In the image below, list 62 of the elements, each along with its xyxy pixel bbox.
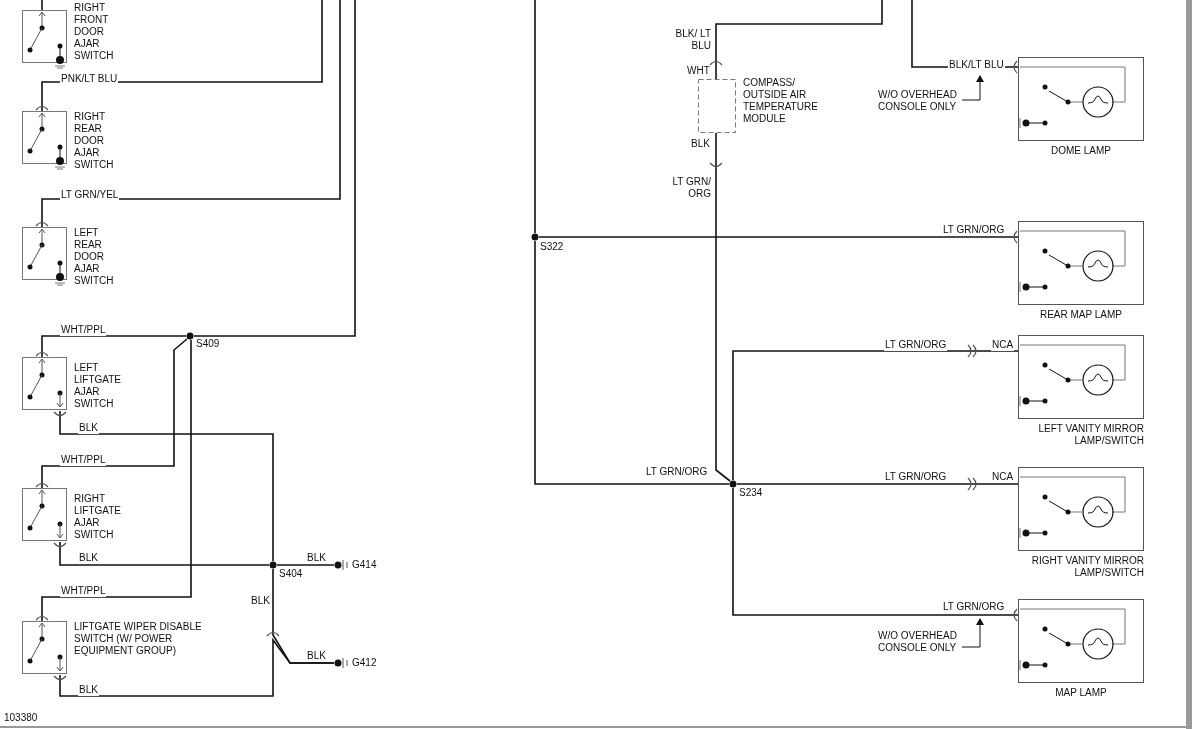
wire (59, 637, 335, 697)
wire (41, 338, 188, 489)
wire-color-label: WHT/PPL (60, 585, 107, 597)
splice-label: S409 (196, 338, 220, 350)
component-label: LEFT LIFTGATE AJAR SWITCH (74, 362, 122, 410)
component-label: LEFT VANITY MIRROR LAMP/SWITCH (1037, 423, 1144, 447)
wire-color-label: LT GRN/ORG (942, 601, 1006, 613)
wire-color-label: LT GRN/ORG (942, 224, 1006, 236)
wire (715, 132, 731, 482)
wire (193, 0, 356, 337)
leader-arrow (961, 618, 984, 648)
component-label: RIGHT VANITY MIRROR LAMP/SWITCH (1030, 555, 1144, 579)
wire (534, 240, 730, 485)
wire-color-label: LT GRN/ORG (884, 471, 948, 483)
component-label: RIGHT REAR DOOR AJAR SWITCH (74, 111, 114, 171)
wire-color-label: BLK (78, 684, 99, 696)
splice-label: S404 (279, 568, 303, 580)
wire (715, 0, 883, 80)
connector-note: NCA (991, 471, 1015, 483)
figure-number: 103380 (3, 712, 39, 724)
ground-label: G414 (352, 559, 377, 571)
component-label: RIGHT LIFTGATE AJAR SWITCH (74, 493, 122, 541)
leader-arrow (961, 75, 984, 101)
wire-color-label: BLK (306, 650, 327, 662)
note: W/O OVERHEAD CONSOLE ONLY (878, 89, 958, 113)
wire (41, 339, 192, 622)
wire-color-label: WHT/PPL (60, 454, 107, 466)
wire (59, 541, 270, 566)
component-label: RIGHT FRONT DOOR AJAR SWITCH (74, 2, 114, 62)
wire-color-label: LT GRN/ORG (884, 339, 948, 351)
wire (276, 564, 335, 566)
note: W/O OVERHEAD CONSOLE ONLY (878, 630, 958, 654)
component-label: COMPASS/ OUTSIDE AIR TEMPERATURE MODULE (743, 77, 819, 125)
wire-color-label: LT GRN/YEL (60, 189, 120, 201)
component-label: MAP LAMP (1054, 687, 1108, 699)
splice-label: S322 (540, 241, 564, 253)
wire (534, 0, 536, 234)
wire (538, 236, 1019, 238)
wire-color-label: BLK (250, 595, 271, 607)
connector-note: NCA (991, 339, 1015, 351)
wire-color-label: PNK/LT BLU (60, 73, 119, 85)
wire-color-label: BLK/LT BLU (948, 59, 1005, 71)
wire (59, 410, 274, 562)
wire-color-label: BLK (690, 138, 711, 150)
wire-color-label: BLK (78, 552, 99, 564)
wire-color-label: BLK (78, 422, 99, 434)
wire-color-label: WHT (686, 65, 711, 77)
wire (41, 0, 43, 11)
wire-color-label: BLK (306, 552, 327, 564)
component-label: LIFTGATE WIPER DISABLE SWITCH (W/ POWER EQUIPMENT GROUP) (74, 621, 203, 657)
wire (732, 350, 1019, 481)
wire (736, 483, 1019, 485)
wire (41, 335, 187, 358)
component-label: LEFT REAR DOOR AJAR SWITCH (74, 227, 114, 287)
wire (732, 487, 1019, 616)
component-label: DOME LAMP (1050, 145, 1112, 157)
ground-label: G412 (352, 657, 377, 669)
wire-color-label: LT GRN/ORG (645, 466, 709, 478)
component-label: REAR MAP LAMP (1038, 309, 1124, 321)
splice-label: S234 (739, 487, 763, 499)
wire (41, 0, 341, 228)
wire-color-label: WHT/PPL (60, 324, 107, 336)
